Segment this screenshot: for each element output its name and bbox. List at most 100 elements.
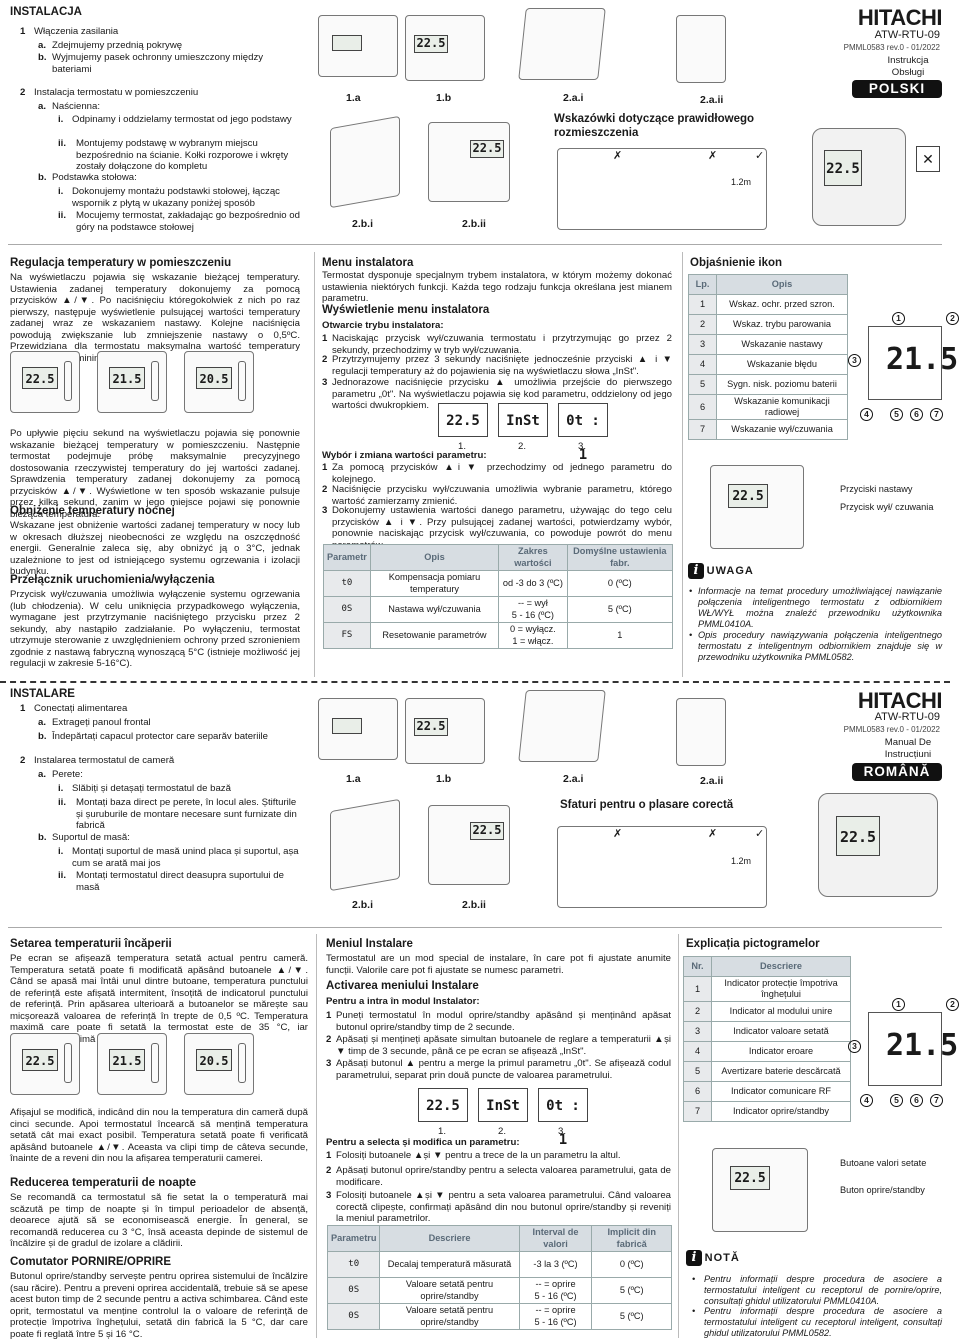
table-cell: 0S xyxy=(326,1277,381,1304)
table-header: Descriere xyxy=(711,956,851,977)
table-cell: 0 (ºC) xyxy=(591,1251,672,1278)
installer-display: 0t : 1 xyxy=(538,1088,588,1148)
table-header: Lp. xyxy=(688,274,717,295)
step-number: 2 xyxy=(326,1165,332,1176)
setpoint-buttons-label: Przyciski nastawy xyxy=(840,484,913,494)
menu-text: Termostat dysponuje specjalnym trybem in… xyxy=(322,270,672,304)
table-cell: -- = oprire 5 - 16 (ºC) xyxy=(518,1303,593,1330)
step-number: 2 xyxy=(322,484,328,495)
table-cell: 5 xyxy=(683,1061,712,1083)
table-cell: od -3 do 3 (ºC) xyxy=(498,570,568,597)
step-text: Montujemy podstawę w wybranym miejscu be… xyxy=(76,138,289,172)
weee-bin-icon: ✕ xyxy=(916,146,940,172)
setpoint-buttons-label: Butoane valori setate xyxy=(840,1158,927,1168)
icon-marker: 2 xyxy=(946,312,959,325)
doc-code: PMML0583 rev.0 - 01/2022 xyxy=(843,725,940,734)
step-label: 3. xyxy=(558,1126,567,1137)
installer-display: 22.5 xyxy=(438,403,488,437)
table-cell: -- = oprire 5 - 16 (ºC) xyxy=(518,1277,593,1304)
step-number: i. xyxy=(58,114,64,125)
button-column xyxy=(64,361,72,401)
room-illustration xyxy=(557,826,767,908)
step-label: 1. xyxy=(458,441,467,452)
step-number: b. xyxy=(38,832,47,843)
language-badge: ROMÂNĂ xyxy=(852,763,942,782)
table-header-row: Lp.Opis xyxy=(688,274,848,295)
table-cell: 5 (ºC) xyxy=(591,1277,672,1304)
model-number: ATW-RTU-09 xyxy=(874,711,940,723)
icon-marker: 3 xyxy=(848,354,861,367)
step-text: Slăbiți și detașați termostatul de bază xyxy=(72,783,231,794)
step-number: a. xyxy=(38,717,47,728)
table-cell: 3 xyxy=(683,1021,712,1043)
icon-marker: 1 xyxy=(892,998,905,1011)
note-header: i NOTĂ xyxy=(686,1250,740,1266)
icon-marker: 5 xyxy=(890,408,903,421)
step-number: b. xyxy=(38,731,47,742)
install-step: ii.Montați termostatul direct deasupra s… xyxy=(58,870,300,893)
step-text: Îndepărtați capacul protector care separ… xyxy=(52,731,268,742)
note-2: •Opis procedury nawiązywania połączenia … xyxy=(689,630,942,663)
table-cell: 0 (ºC) xyxy=(566,570,674,597)
night-title: Reducerea temperaturii de noapte xyxy=(10,1177,196,1189)
install-step: a.Perete: xyxy=(38,769,300,781)
step-number: 1 xyxy=(322,333,328,344)
install-step: ii.Mocujemy termostat, zakładając go bez… xyxy=(58,210,300,233)
icon-marker: 5 xyxy=(890,1094,903,1107)
switch-title: Przełącznik uruchomienia/wyłączenia xyxy=(10,574,215,586)
step-text: Montați suportul de masă unind placa și … xyxy=(72,846,299,869)
button-column xyxy=(64,1043,72,1083)
step-text: Perete: xyxy=(52,769,83,780)
table-cell: 6 xyxy=(683,1081,712,1103)
cross-icon: ✗ xyxy=(708,150,718,162)
step-number: 1 xyxy=(20,26,26,37)
step-text: Naścienna: xyxy=(52,101,100,112)
switch-text: Przycisk wył/czuwania umożliwia wyłączen… xyxy=(10,589,300,669)
table-cell: 7 xyxy=(683,1101,712,1123)
table-cell: 5 (ºC) xyxy=(591,1303,672,1330)
note-2: •Pentru informații despre procedura de a… xyxy=(692,1306,942,1339)
step-text: Folosiți butoanele ▲și ▼ pentru a seta v… xyxy=(336,1190,671,1224)
night-text: Se recomandă ca termostatul să fie setat… xyxy=(10,1192,308,1249)
icon-marker: 6 xyxy=(910,1094,923,1107)
table-cell: -- = wył 5 - 16 (ºC) xyxy=(498,596,568,623)
table-header: Parametr xyxy=(323,544,371,571)
table-cell: 0 = wyłącz. 1 = włącz. xyxy=(498,622,568,649)
switch-title: Comutator PORNIRE/OPRIRE xyxy=(10,1256,172,1268)
table-cell: 1 xyxy=(683,975,712,1003)
table-cell: 3 xyxy=(688,334,717,355)
note-header: i UWAGA xyxy=(688,563,754,579)
step-text: Conectați alimentarea xyxy=(34,703,128,714)
step-number: i. xyxy=(58,783,64,794)
install-step: b.Suportul de masă: xyxy=(38,832,300,844)
table-cell: Indicator al modului unire xyxy=(711,1001,851,1023)
note-1: •Pentru informații despre procedura de a… xyxy=(692,1274,942,1307)
step-label: 1. xyxy=(438,1126,447,1137)
check-icon: ✓ xyxy=(755,150,765,162)
step-text: Instalarea termostatul de cameră xyxy=(34,755,175,766)
step-number: 1 xyxy=(322,462,328,473)
step-text: Extrageți panoul frontal xyxy=(52,717,151,728)
temperature-readout: 20.5 xyxy=(196,1049,232,1071)
step-text: Apăsați butonul ▲ pentru a merge la prim… xyxy=(336,1058,671,1081)
room-illustration xyxy=(557,148,767,230)
table-cell: Indicator comunicare RF xyxy=(711,1081,851,1103)
